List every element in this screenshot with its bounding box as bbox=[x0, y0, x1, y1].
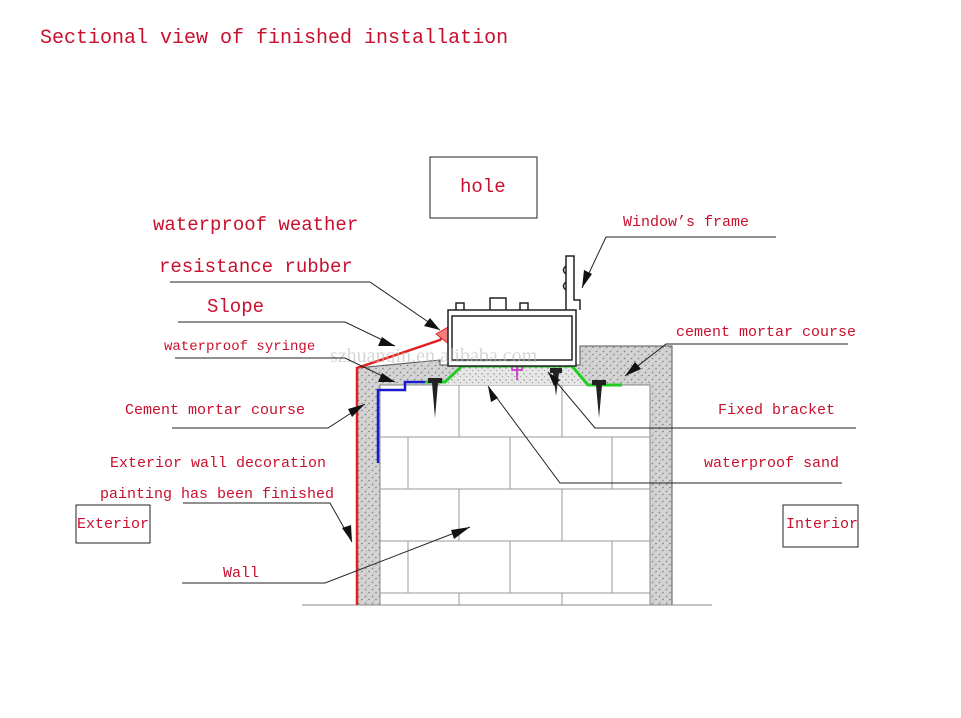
waterproof-sand-fill bbox=[440, 366, 590, 385]
label-syringe: waterproof syringe bbox=[164, 339, 315, 355]
label-rubber-line2: resistance rubber bbox=[159, 256, 353, 278]
label-wall: Wall bbox=[223, 565, 259, 582]
arrow-exterior-deco bbox=[342, 525, 352, 542]
label-cement-right: cement mortar course bbox=[676, 324, 856, 341]
arrow-window-frame bbox=[582, 270, 592, 288]
label-exterior: Exterior bbox=[77, 516, 149, 533]
block-joints bbox=[380, 385, 650, 605]
diagram-title: Sectional view of finished installation bbox=[40, 27, 508, 50]
hole-box bbox=[429, 156, 538, 219]
label-rubber-line1: waterproof weather bbox=[153, 214, 358, 236]
arrow-rubber bbox=[424, 318, 440, 330]
label-window-frame: Window’s frame bbox=[623, 214, 749, 231]
arrow-cement-right bbox=[625, 362, 641, 376]
wall-structure bbox=[302, 345, 712, 606]
label-interior: Interior bbox=[786, 516, 858, 533]
label-exterior-deco-line2: painting has been finished bbox=[100, 486, 334, 503]
interior-box bbox=[782, 504, 859, 548]
hole-label: hole bbox=[460, 176, 506, 198]
arrow-fixed-bracket bbox=[548, 372, 560, 386]
window-frame-profile bbox=[447, 255, 581, 367]
exterior-box bbox=[75, 504, 151, 544]
label-slope: Slope bbox=[207, 296, 264, 318]
label-cement-left: Cement mortar course bbox=[125, 402, 305, 419]
arrow-cement-left bbox=[348, 404, 365, 417]
label-exterior-deco-line1: Exterior wall decoration bbox=[110, 455, 326, 472]
waterproof-syringe-line bbox=[376, 380, 445, 463]
block-masonry bbox=[379, 384, 651, 606]
arrow-slope bbox=[378, 337, 395, 346]
arrow-syringe bbox=[378, 373, 395, 382]
arrow-waterproof-sand bbox=[488, 386, 498, 402]
arrow-heads bbox=[342, 270, 641, 542]
label-fixed-bracket: Fixed bracket bbox=[718, 402, 835, 419]
label-waterproof-sand: waterproof sand bbox=[704, 455, 839, 472]
watermark: szhuanqin.en.alibaba.com bbox=[330, 345, 538, 367]
arrow-wall bbox=[451, 527, 470, 539]
